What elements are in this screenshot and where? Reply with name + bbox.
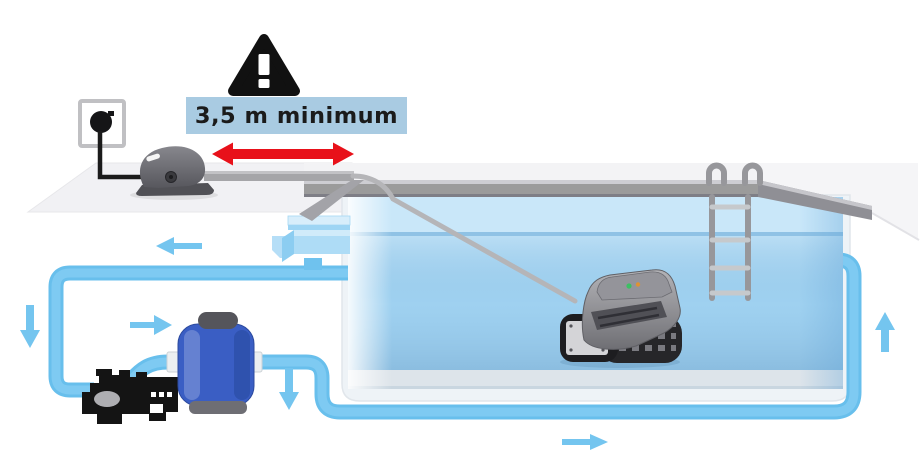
water-surface-band	[348, 197, 843, 234]
skimmer-lid	[287, 215, 351, 226]
skimmer-left-face	[282, 230, 294, 262]
outlet-plug	[90, 111, 112, 133]
flow-arrow-left-icon	[156, 237, 202, 255]
flow-arrow-right-icon	[130, 315, 172, 335]
skimmer-lid-lip	[288, 225, 350, 230]
robot-front-grill	[591, 301, 667, 330]
coping-bottom-edge	[304, 194, 758, 197]
distance-double-arrow-icon	[212, 142, 354, 166]
left-wall-face	[348, 197, 392, 389]
robot-led-orange	[635, 282, 641, 287]
filter-base	[189, 401, 247, 414]
skimmer	[272, 215, 351, 270]
power-connection	[78, 99, 218, 200]
coping-right-wedge-highlight	[758, 180, 872, 210]
pool-coping	[299, 180, 872, 221]
coping-front-bar	[304, 180, 758, 197]
skimmer-to-pump-pipe-inner	[51, 268, 348, 395]
pool-cleaner-robot-icon	[560, 269, 682, 368]
pool-ladder	[706, 162, 763, 301]
cable-sheen	[204, 171, 354, 174]
flow-arrow-down-icon	[20, 305, 40, 348]
flow-arrow-down-icon	[279, 368, 299, 410]
coping-left-wedge	[299, 180, 364, 221]
ladder-right-hook	[742, 162, 763, 186]
cable-on-deck	[204, 171, 354, 181]
filter-cap	[198, 312, 238, 329]
filtration-pump-icon	[82, 369, 178, 424]
filter-shade	[234, 330, 250, 400]
pool-floor-edge	[348, 386, 843, 389]
flow-arrow-up-icon	[875, 312, 895, 352]
flow-arrows	[20, 237, 895, 450]
plug-prong	[108, 111, 114, 116]
filter-tank-icon	[166, 312, 263, 414]
flow-arrow-right-icon	[562, 434, 608, 450]
warning-annotation	[212, 34, 354, 166]
skimmer-inner-shade	[294, 230, 350, 236]
pump-vent	[159, 392, 164, 397]
deck-edge-line	[871, 212, 920, 241]
minimum-distance-label: 3,5 m minimum	[186, 97, 407, 134]
power-cord	[97, 131, 142, 180]
pump-lid-window	[94, 391, 120, 407]
exclamation-dot	[258, 79, 270, 88]
pump-vent	[167, 392, 172, 397]
filter-to-pool-pipe-inner	[252, 255, 859, 417]
pool-floor	[348, 370, 843, 389]
coping-top-highlight	[304, 180, 758, 184]
pump-vent	[151, 392, 156, 397]
control-box-highlight	[146, 153, 160, 162]
exclamation-bar	[258, 54, 270, 75]
pump-notch	[150, 404, 163, 413]
waterline	[348, 232, 843, 236]
robot-led-green	[626, 283, 632, 289]
filter-highlight	[184, 330, 200, 400]
back-deck-strip	[304, 163, 758, 181]
skimmer-pipe-connector	[304, 258, 322, 270]
robot-top-plate	[596, 271, 673, 301]
floating-cable	[204, 171, 578, 304]
ladder-left-hook	[706, 162, 727, 186]
right-wall-face	[799, 197, 843, 389]
cable-into-water	[350, 173, 578, 304]
